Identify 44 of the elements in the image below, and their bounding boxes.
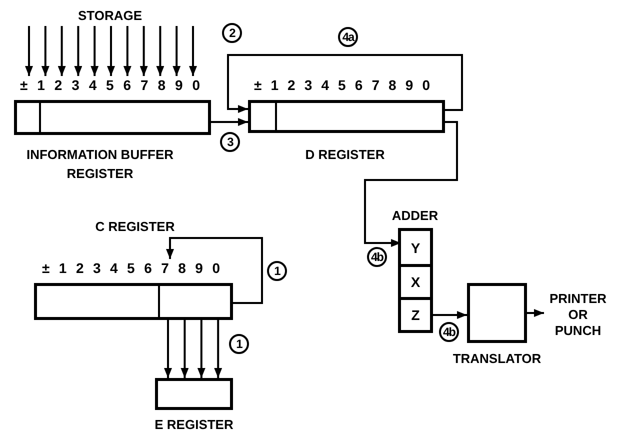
- register-name: INFORMATION BUFFER REGISTER: [25, 146, 175, 183]
- step-number: 1: [229, 334, 249, 354]
- adder-frame: [398, 228, 433, 333]
- arrow: [123, 26, 132, 76]
- arrow: [211, 118, 248, 126]
- arrow: [180, 320, 189, 378]
- arrow: [25, 26, 33, 76]
- arrow: [107, 26, 115, 76]
- arrow: [74, 26, 82, 76]
- register-name: TRANSLATOR: [452, 350, 542, 368]
- arrow: [58, 26, 66, 76]
- adder-register: X: [401, 264, 430, 297]
- arrow: [172, 26, 181, 76]
- arrow: [227, 54, 463, 113]
- step-number: 4b: [367, 247, 387, 267]
- step-number: 4b: [439, 322, 459, 342]
- digit-positions: ± 1 2 3 4 5 6 7 8 9 0: [42, 259, 220, 277]
- digit-positions: ± 1 2 3 4 5 6 7 8 9 0: [254, 76, 430, 94]
- register-name: C REGISTER: [94, 218, 176, 236]
- arrow: [166, 237, 263, 304]
- arrow: [41, 26, 50, 76]
- arrow: [164, 320, 172, 378]
- step-number: 2: [222, 23, 242, 43]
- output-label: PRINTER OR PUNCH: [544, 290, 612, 340]
- arrow: [197, 320, 206, 378]
- step-number: 4a: [338, 27, 358, 47]
- digit-positions: ± 1 2 3 4 5 6 7 8 9 0: [20, 76, 200, 94]
- adder-register: Z: [401, 297, 430, 330]
- step-number: 1: [267, 261, 287, 281]
- register-box: [155, 378, 233, 410]
- register-name: E REGISTER: [154, 416, 234, 434]
- arrow: [189, 26, 197, 76]
- register-name: D REGISTER: [304, 146, 386, 164]
- step-number: 3: [220, 132, 240, 152]
- arrow: [140, 26, 148, 76]
- translator-box: [467, 283, 527, 343]
- arrow: [527, 309, 544, 317]
- arrow: [90, 26, 99, 76]
- source-label: STORAGE: [20, 6, 200, 26]
- adder-register: Y: [401, 231, 430, 264]
- arrow: [156, 26, 164, 76]
- arrow: [364, 121, 458, 247]
- arrow: [214, 320, 222, 378]
- register-name: ADDER: [390, 207, 440, 225]
